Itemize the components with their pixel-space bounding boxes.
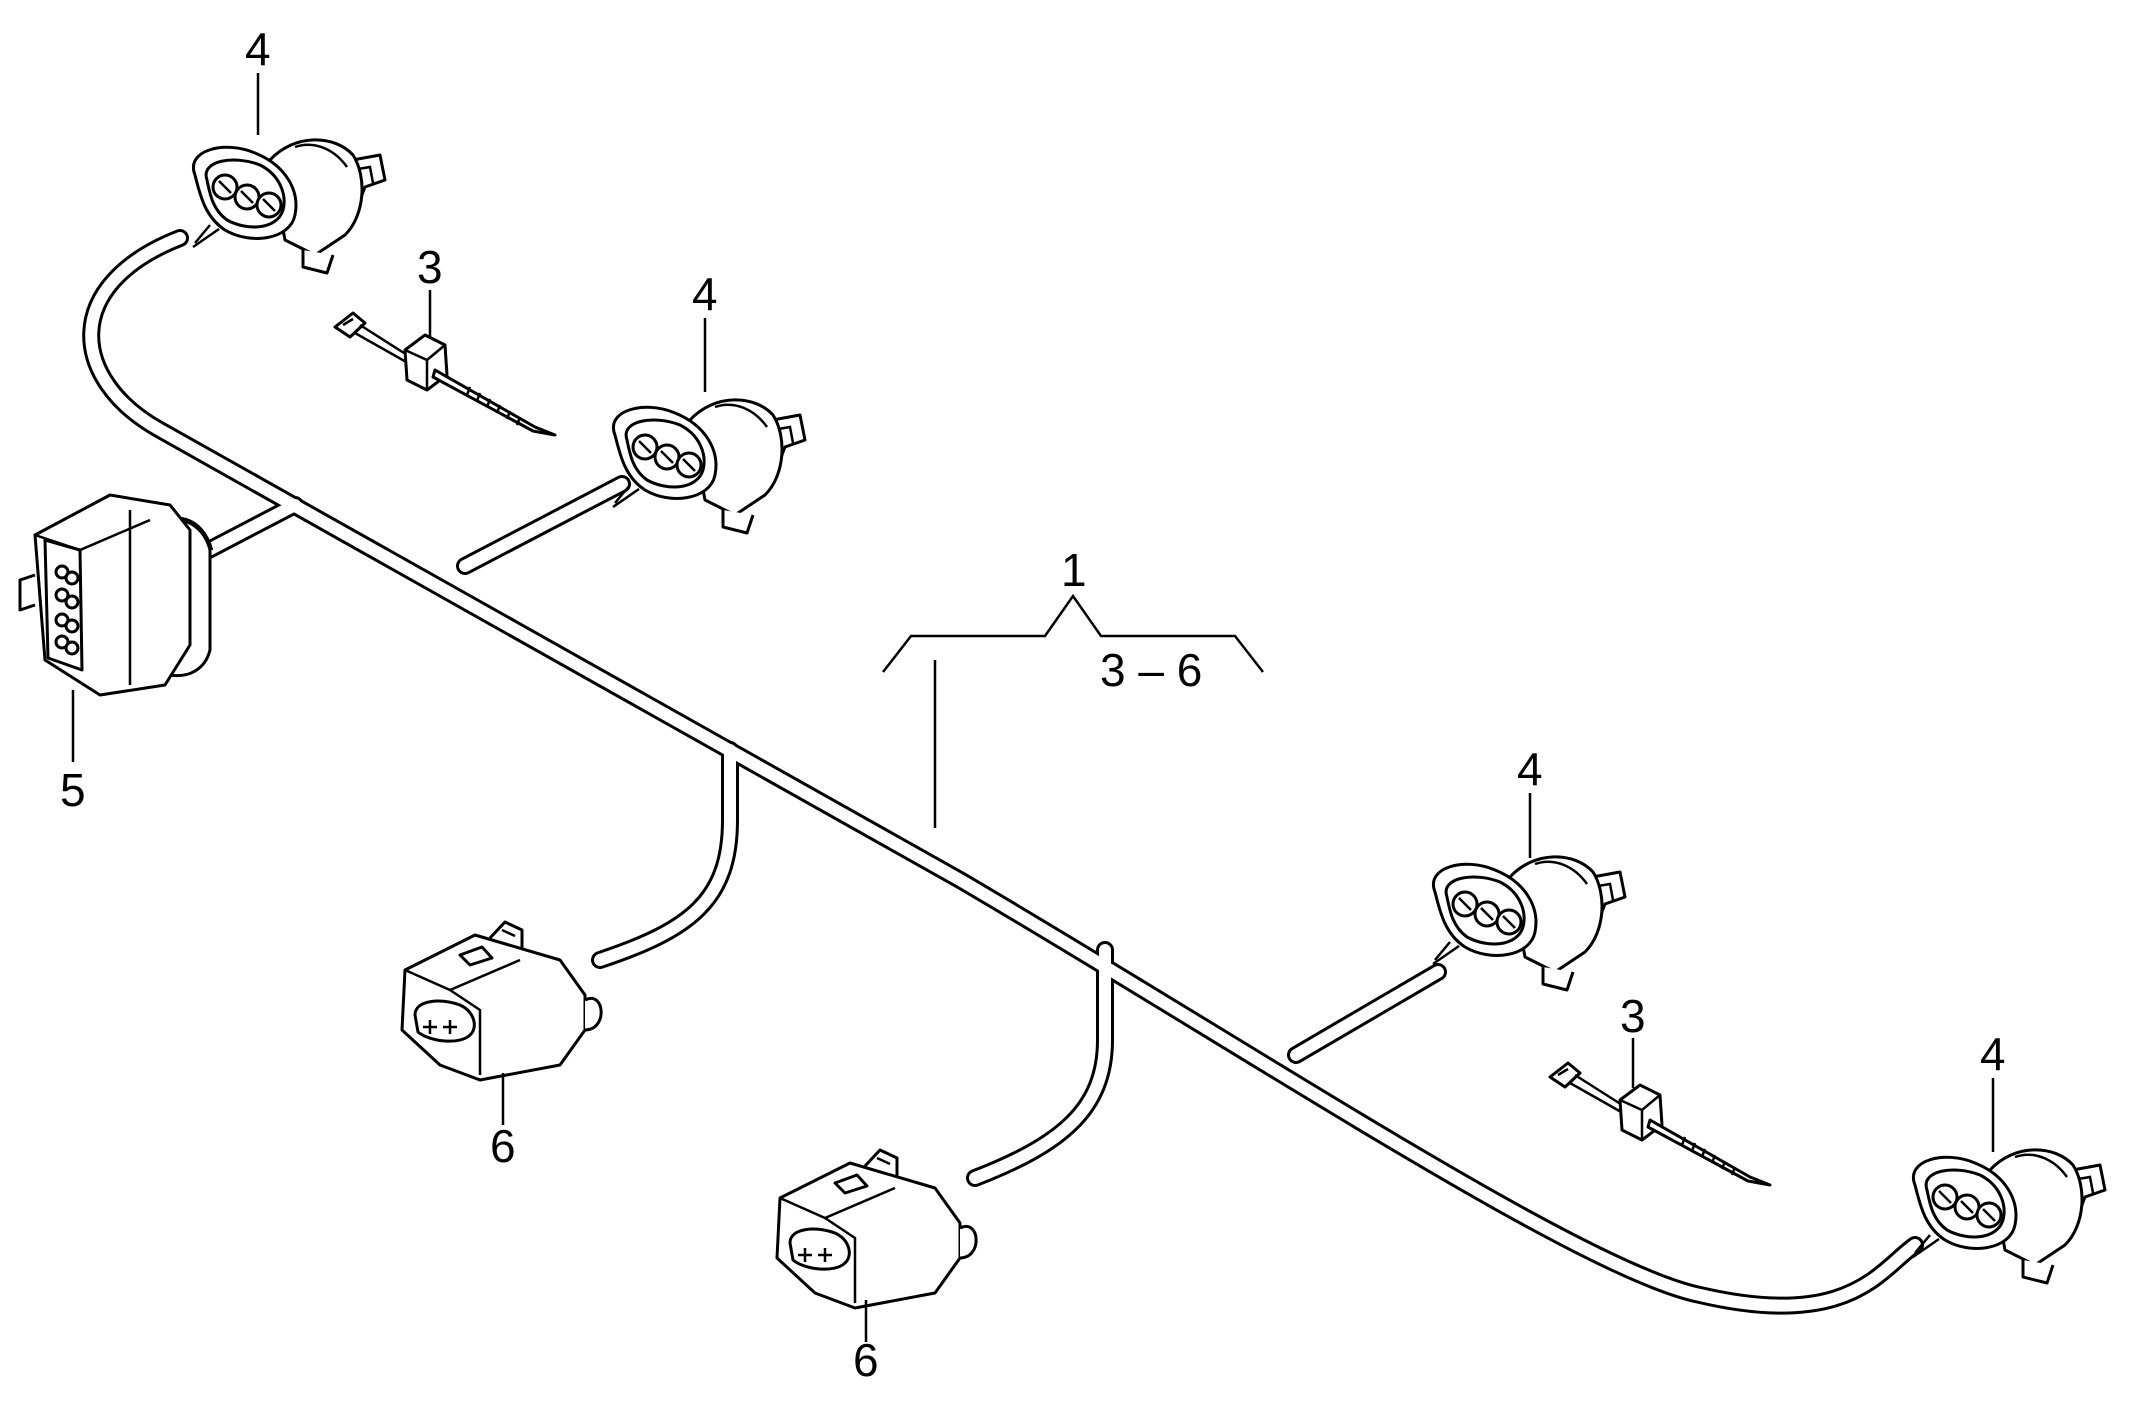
callout-assembly: 1 <box>1061 544 1087 596</box>
callout-plug-b: 6 <box>853 1334 879 1386</box>
plug-bottom <box>775 1148 978 1310</box>
cable-tie-upper <box>333 311 557 437</box>
harness-wires <box>82 229 1924 1315</box>
callout-conn-d: 4 <box>1980 1028 2006 1080</box>
sensor-connector-bottom-right <box>1911 1148 2107 1285</box>
callout-tie-lower: 3 <box>1620 990 1646 1042</box>
callout-conn-a: 4 <box>245 23 271 75</box>
callout-assembly-range: 3 – 6 <box>1100 644 1202 696</box>
callout-main-connector: 5 <box>60 764 86 816</box>
sensor-connector-upper-middle <box>611 398 807 535</box>
callout-conn-c: 4 <box>1517 743 1543 795</box>
callout-plug-a: 6 <box>490 1120 516 1172</box>
cable-tie-lower <box>1548 1061 1772 1187</box>
leader-lines <box>71 73 1995 1342</box>
sensor-connector-top-left <box>191 138 387 275</box>
main-connector <box>18 493 214 697</box>
sensor-connector-right <box>1431 855 1627 992</box>
callout-conn-b: 4 <box>692 268 718 320</box>
plug-left <box>400 920 603 1082</box>
callout-labels: 4 4 4 4 3 3 5 6 6 1 3 – 6 <box>60 23 2006 1386</box>
callout-tie-upper: 3 <box>417 241 443 293</box>
